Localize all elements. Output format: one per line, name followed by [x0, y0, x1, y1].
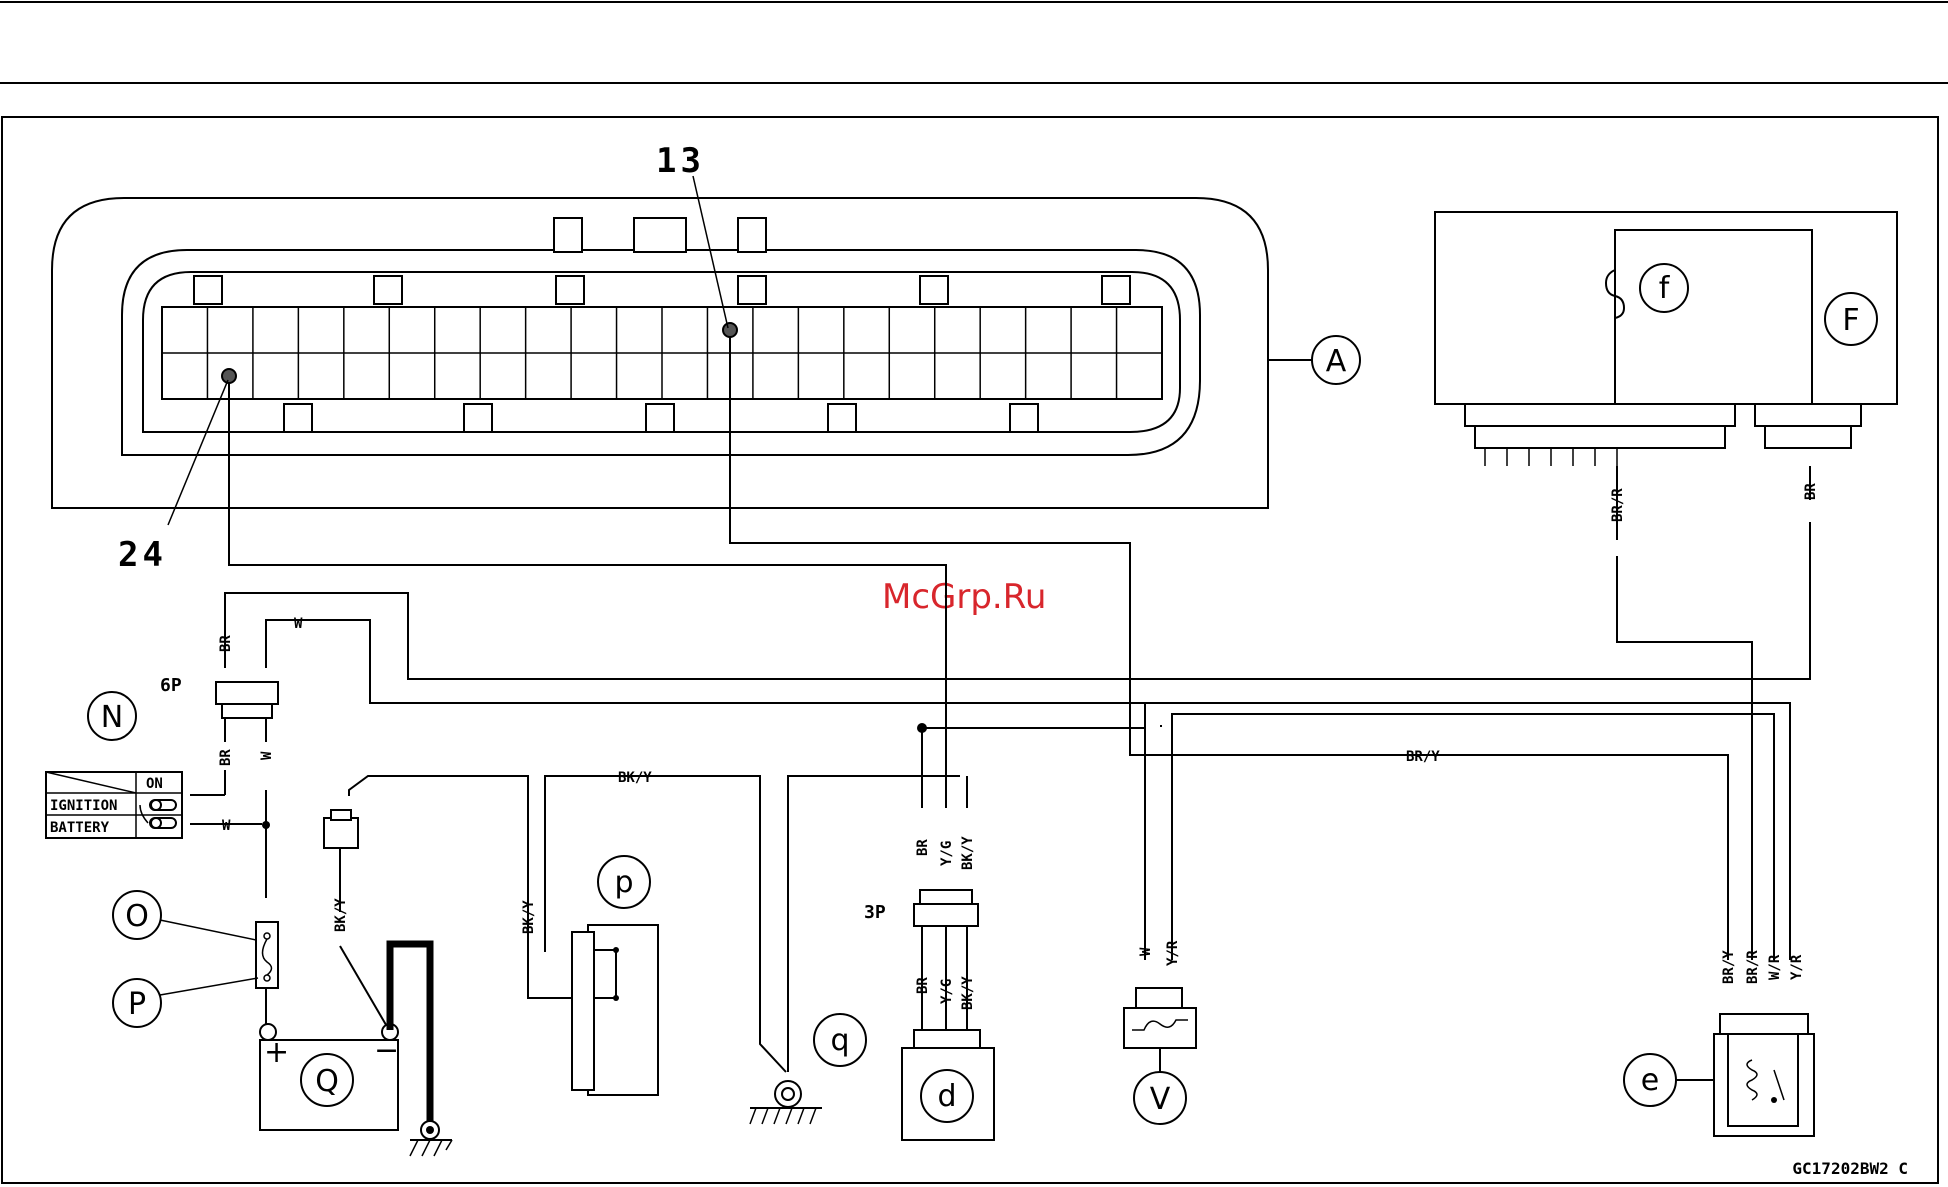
- connector-3p: [914, 890, 978, 960]
- callout-N-label: N: [101, 700, 123, 735]
- connector-6p: [216, 682, 278, 718]
- battery-minus: −: [374, 1033, 399, 1068]
- label-br-6p-top: BR: [218, 635, 234, 652]
- label-3p-bky-top: BK/Y: [960, 836, 976, 870]
- label-e-brr: BR/R: [1745, 950, 1761, 984]
- bky-connector: [324, 818, 358, 848]
- wire-labels: BR W BR W W BK/Y BK/Y BK/Y BR/Y BR Y/G B…: [218, 483, 1819, 1010]
- callout-V-label: V: [1150, 1082, 1171, 1117]
- component-F: [1435, 212, 1897, 466]
- label-v-yr: Y/R: [1165, 940, 1181, 966]
- callout-Q-label: Q: [315, 1064, 339, 1099]
- pin-24-dot: [222, 369, 236, 383]
- component-V: [1124, 988, 1196, 1072]
- pin-13-label: 13: [656, 141, 705, 181]
- connector-3p-label: 3P: [864, 902, 886, 923]
- ground-q: [750, 1081, 822, 1124]
- switch-on-label: ON: [146, 776, 163, 792]
- label-e-yr: Y/R: [1789, 954, 1805, 980]
- label-v-w: W: [1138, 947, 1154, 956]
- label-3p-br-top: BR: [915, 839, 931, 856]
- callout-F-label: F: [1842, 303, 1859, 338]
- callout-P-label: P: [128, 987, 146, 1022]
- label-bky-battery: BK/Y: [333, 898, 349, 932]
- switch-battery-label: BATTERY: [50, 820, 110, 836]
- label-bky-top: BK/Y: [618, 770, 652, 786]
- callout-d-label: d: [937, 1079, 956, 1114]
- switch-ignition-label: IGNITION: [50, 798, 117, 814]
- callout-e-label: e: [1641, 1063, 1659, 1098]
- pin-13-dot: [723, 323, 737, 337]
- callout-q-label: q: [830, 1023, 849, 1058]
- connector-6p-label: 6P: [160, 675, 182, 696]
- component-e: [1714, 1014, 1814, 1136]
- pin-24-label: 24: [118, 535, 167, 575]
- label-bry-mid: BR/Y: [1406, 749, 1440, 765]
- label-f-brr: BR/R: [1610, 488, 1626, 522]
- callout-A-label: A: [1326, 344, 1347, 379]
- callout-f-label: f: [1659, 271, 1671, 306]
- ecu-connector: [52, 176, 1268, 525]
- battery-plus: +: [264, 1035, 289, 1070]
- label-3p-yg-top: Y/G: [939, 841, 955, 866]
- label-3p-yg-bottom: Y/G: [939, 979, 955, 1004]
- label-e-wr: W/R: [1767, 954, 1783, 980]
- watermark: McGrp.Ru: [882, 577, 1046, 617]
- figure-code: GC17202BW2 C: [1792, 1159, 1908, 1178]
- fuse: [256, 922, 278, 1030]
- label-e-bry: BR/Y: [1721, 950, 1737, 984]
- callout-O-label: O: [125, 899, 149, 934]
- label-w-6p-bottom: W: [259, 751, 275, 760]
- component-p: [572, 925, 658, 1095]
- label-w-top: W: [294, 616, 303, 632]
- label-3p-bky-bottom: BK/Y: [960, 976, 976, 1010]
- label-br-6p-bottom: BR: [218, 749, 234, 766]
- label-w-switch: W: [222, 818, 231, 834]
- label-3p-br-bottom: BR: [915, 977, 931, 994]
- label-bky-relay: BK/Y: [521, 900, 537, 934]
- label-f-br: BR: [1803, 483, 1819, 500]
- callout-p-label: p: [614, 865, 633, 900]
